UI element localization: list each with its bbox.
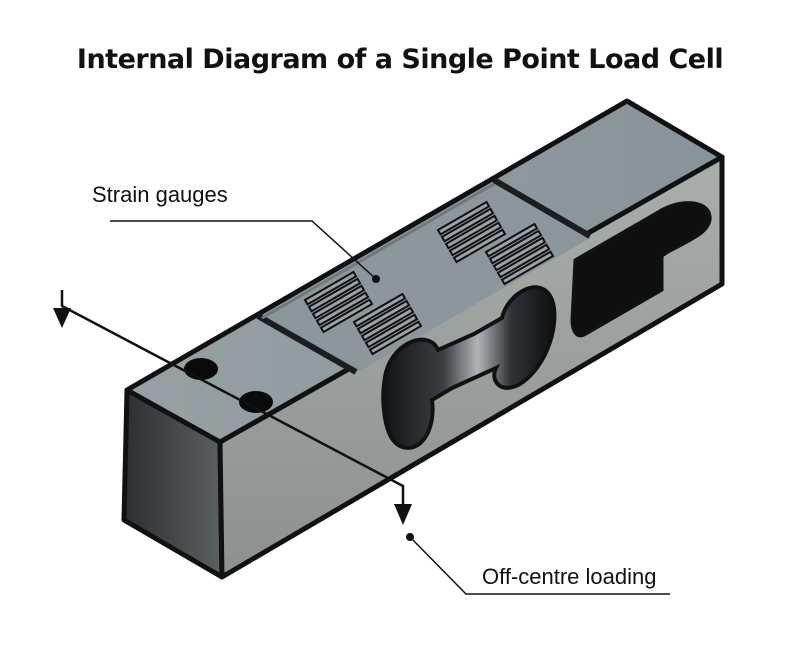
gauge-recess <box>262 182 590 372</box>
mounting-slot <box>570 201 712 338</box>
leader-dot-strain <box>372 275 380 283</box>
recess-step <box>261 182 495 320</box>
mount-hole-2 <box>239 391 273 413</box>
binocular-hole <box>381 285 557 450</box>
diagram-title: Internal Diagram of a Single Point Load … <box>76 44 724 75</box>
mount-hole-1 <box>184 358 218 380</box>
label-off-centre-loading: Off-centre loading <box>482 564 657 589</box>
force-line <box>60 290 405 506</box>
leader-strain-gauges <box>110 220 377 280</box>
leader-off-centre <box>409 536 670 595</box>
leader-dot-off-centre <box>406 533 414 541</box>
label-strain-gauges: Strain gauges <box>92 182 228 207</box>
recess-edge-right <box>492 177 592 239</box>
strain-gauge-2 <box>352 292 423 356</box>
strain-gauge-3 <box>436 200 507 264</box>
arrow-up-left <box>53 308 71 328</box>
arrow-down-right <box>394 504 412 525</box>
strain-gauge-1 <box>303 270 374 334</box>
strain-gauge-4 <box>484 222 555 286</box>
recess-edge-left <box>256 313 358 375</box>
